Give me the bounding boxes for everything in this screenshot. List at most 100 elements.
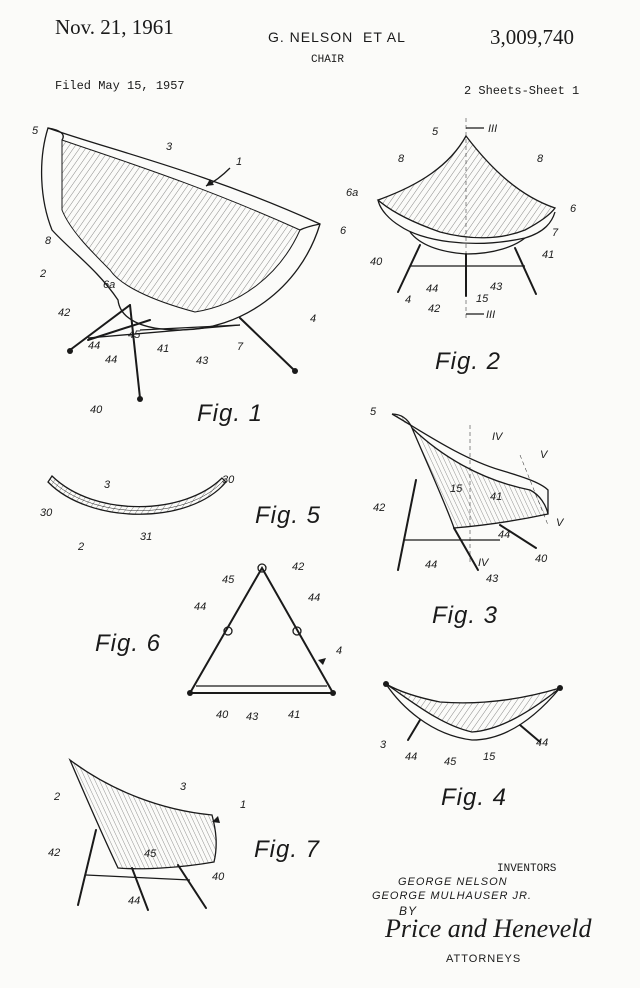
- ref-numeral: 41: [490, 491, 502, 503]
- fig7-arrowhead: [212, 816, 220, 823]
- ref-numeral: 41: [157, 343, 169, 355]
- fig6-label: Fig. 6: [95, 630, 162, 657]
- fig7-leg: [131, 867, 149, 911]
- fig6-drawing: [187, 563, 336, 696]
- ref-numeral: 44: [425, 559, 437, 571]
- ref-numeral: 45: [222, 574, 235, 586]
- ref-numeral: 40: [370, 256, 383, 268]
- inventor-1: GEORGE NELSON: [398, 876, 508, 888]
- ref-numeral: V: [540, 449, 549, 461]
- fig2-leg: [514, 247, 537, 295]
- ref-numeral: 44: [536, 737, 548, 749]
- fig2-rim: [377, 199, 556, 244]
- fig2-leg: [397, 244, 421, 293]
- fig6-joint: [292, 626, 302, 636]
- et-al: ET AL: [363, 29, 406, 45]
- ref-numeral: 40: [216, 709, 229, 721]
- fig3-leg: [397, 479, 417, 571]
- ref-numeral: 4: [336, 645, 342, 657]
- ref-numeral: 44: [105, 354, 117, 366]
- fig1-foot: [137, 396, 143, 402]
- fig7-ref-numerals: 1 2 3 40 42 44 45: [48, 781, 246, 907]
- fig6-joint: [223, 626, 233, 636]
- fig5-shell-section: [47, 474, 227, 515]
- ref-numeral: 8: [45, 235, 52, 247]
- fig1-brace: [139, 324, 241, 331]
- fig1-brace: [87, 324, 241, 339]
- ref-numeral: 42: [373, 502, 385, 514]
- fig3-leg: [499, 524, 537, 549]
- fig5-label: Fig. 5: [255, 502, 322, 529]
- fig6-ref-numerals: 4 40 41 42 43 44 44 45: [194, 561, 342, 723]
- fig3-label: Fig. 3: [432, 602, 499, 629]
- fig1-drawing: [40, 127, 321, 402]
- ref-numeral: 30: [222, 474, 235, 486]
- fig1-shell-edge: [47, 127, 64, 141]
- ref-numeral: 42: [58, 307, 70, 319]
- fig3-ref-numerals: IV IV V V 5 15 40 41 42 43 44 44: [370, 406, 565, 585]
- patent-title: CHAIR: [311, 54, 345, 66]
- fig6-foot: [330, 690, 336, 696]
- ref-numeral: III: [488, 123, 497, 135]
- fig4-leg: [407, 719, 421, 741]
- fig1-label: Fig. 1: [197, 400, 264, 427]
- ref-numeral: 40: [90, 404, 103, 416]
- ref-numeral: 6a: [103, 279, 115, 291]
- ref-numeral: 42: [48, 847, 60, 859]
- fig7-leg: [177, 864, 207, 909]
- ref-numeral: 15: [476, 293, 489, 305]
- inventors-heading: INVENTORS: [497, 863, 557, 875]
- fig1-leg: [239, 317, 295, 371]
- fig2-drawing: [376, 118, 557, 320]
- fig3-section-line: [519, 454, 549, 526]
- ref-numeral: 5: [370, 406, 377, 418]
- fig1-shell-corner: [299, 223, 321, 231]
- fig1-arrowhead: [206, 179, 214, 186]
- ref-numeral: 8: [537, 153, 544, 165]
- ref-numeral: 40: [212, 871, 225, 883]
- fig6-foot: [257, 563, 267, 573]
- ref-numeral: 44: [308, 592, 320, 604]
- ref-numeral: IV: [478, 557, 490, 569]
- fig5-drawing: [47, 474, 227, 515]
- fig1-leg: [69, 304, 131, 351]
- fig4-foot: [557, 685, 563, 691]
- fig1-foot: [292, 368, 298, 374]
- ref-numeral: V: [556, 517, 565, 529]
- fig3-shell-outline: [391, 413, 549, 514]
- patent-number: 3,009,740: [490, 25, 574, 49]
- ref-numeral: 42: [292, 561, 304, 573]
- ref-numeral: 1: [236, 156, 242, 168]
- fig2-ref-numerals: III III 4 5 6 6a 7 8 8 15 40 41 42 43 44: [346, 123, 577, 321]
- ref-numeral: 44: [194, 601, 206, 613]
- fig1-leg: [129, 304, 141, 399]
- ref-numeral: 2: [39, 268, 46, 280]
- fig7-leg: [77, 829, 97, 906]
- ref-numeral: 5: [32, 125, 39, 137]
- attorney-signature: Price and Heneveld: [385, 914, 592, 943]
- ref-numeral: 40: [535, 553, 548, 565]
- ref-numeral: 3: [166, 141, 173, 153]
- ref-numeral: IV: [492, 431, 504, 443]
- ref-numeral: 6: [340, 225, 347, 237]
- fig6-arrowhead: [318, 658, 326, 665]
- ref-numeral: 44: [405, 751, 417, 763]
- fig6-base-triangle: [188, 565, 335, 694]
- ref-numeral: 6a: [346, 187, 358, 199]
- fig4-leg: [519, 724, 541, 743]
- inventor-name: G. NELSON: [268, 29, 354, 45]
- ref-numeral: 43: [196, 355, 209, 367]
- ref-numeral: 4: [310, 313, 316, 325]
- ref-numeral: III: [486, 309, 495, 321]
- ref-numeral: 41: [288, 709, 300, 721]
- filed-date: Filed May 15, 1957: [55, 79, 185, 93]
- fig4-drawing: [383, 681, 563, 743]
- sheet-count: 2 Sheets-Sheet 1: [464, 84, 580, 98]
- fig1-seat-weave: [61, 139, 301, 313]
- ref-numeral: 43: [486, 573, 499, 585]
- ref-numeral: 44: [128, 895, 140, 907]
- fig6-foot: [187, 690, 193, 696]
- ref-numeral: 44: [88, 340, 100, 352]
- ref-numeral: 30: [40, 507, 53, 519]
- ref-numeral: 7: [552, 227, 559, 239]
